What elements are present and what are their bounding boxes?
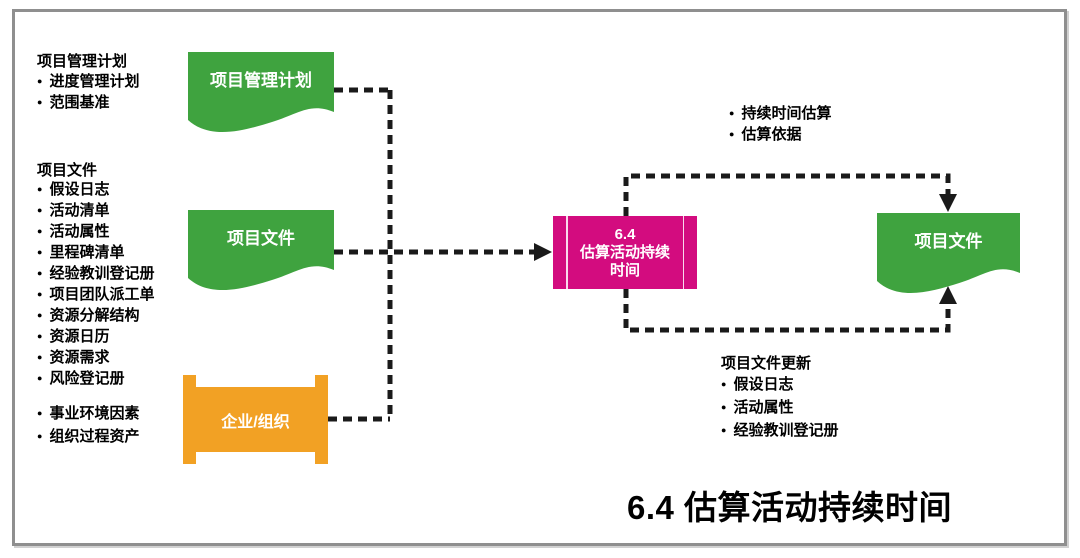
list-item: 活动属性 [721, 397, 838, 420]
list-item: 估算依据 [729, 125, 831, 146]
process-title-line: 时间 [609, 261, 640, 279]
list-item: 持续时间估算 [729, 104, 831, 125]
document-shape-icon [188, 210, 334, 291]
enterprise-left-bar [183, 375, 196, 464]
list-heading: 项目文件 [37, 162, 98, 179]
list-item: 资源分解结构 [37, 306, 154, 327]
shape-label: 项目文件 [227, 229, 295, 248]
page-title: 6.4 估算活动持续时间 [627, 489, 953, 526]
list-item: 活动清单 [37, 201, 154, 222]
list-item: 事业环境因素 [37, 403, 139, 426]
arrowhead-docs-bottom [939, 286, 957, 304]
process-title-line: 估算活动持续 [579, 243, 670, 261]
shape-label: 企业/组织 [221, 413, 290, 431]
process-number: 6.4 [614, 225, 636, 243]
process-left-divider [566, 216, 568, 289]
list-item: 假设日志 [721, 374, 838, 397]
shape-project-management-plan: 项目管理计划 [188, 52, 334, 136]
list-item: 假设日志 [37, 180, 154, 201]
output-list-results: 持续时间估算 估算依据 [729, 104, 831, 146]
shape-project-documents-left: 项目文件 [188, 210, 334, 294]
arrowhead-into-process [534, 243, 552, 261]
list-item: 经验教训登记册 [721, 420, 838, 443]
list-item: 经验教训登记册 [37, 264, 154, 285]
shape-project-documents-right: 项目文件 [877, 213, 1020, 297]
list-item: 活动属性 [37, 222, 154, 243]
list-item: 组织过程资产 [37, 426, 139, 449]
arrowhead-docs-top [939, 194, 957, 212]
frame-border [12, 9, 1067, 546]
list-item: 进度管理计划 [37, 72, 139, 93]
list-item: 范围基准 [37, 93, 139, 114]
list-item: 资源需求 [37, 348, 154, 369]
enterprise-right-bar [315, 375, 328, 464]
connector-process-to-docs-top [623, 173, 951, 216]
shape-process-box: 6.4 估算活动持续 时间 [553, 216, 697, 289]
output-list-document-updates: 项目文件更新 假设日志 活动属性 经验教训登记册 [721, 353, 838, 443]
input-list-project-documents: 项目文件 假设日志 活动清单 活动属性 里程碑清单 经验教训登记册 项目团队派工… [37, 161, 154, 390]
list-heading: 项目管理计划 [37, 53, 128, 70]
shape-label: 项目管理计划 [210, 71, 312, 90]
process-right-divider [682, 216, 684, 289]
list-item: 风险登记册 [37, 369, 154, 390]
list-item: 资源日历 [37, 327, 154, 348]
input-list-project-management-plan: 项目管理计划 进度管理计划 范围基准 [37, 52, 139, 114]
list-item: 项目团队派工单 [37, 285, 154, 306]
shape-label: 项目文件 [914, 232, 983, 251]
connector-process-to-docs-bottom [623, 289, 951, 333]
document-shape-icon [877, 213, 1020, 294]
input-list-enterprise-factors: 事业环境因素 组织过程资产 [37, 403, 139, 449]
list-heading: 项目文件更新 [721, 355, 812, 372]
shape-enterprise-organization: 企业/组织 [195, 387, 316, 452]
list-item: 里程碑清单 [37, 243, 154, 264]
document-shape-icon [188, 52, 334, 133]
